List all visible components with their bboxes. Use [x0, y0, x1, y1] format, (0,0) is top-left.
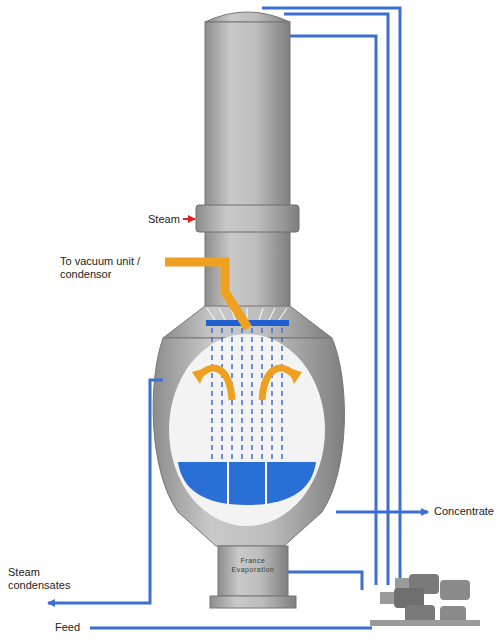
condensate-label: Steam condensates	[8, 566, 82, 592]
vapour-arrows	[200, 368, 294, 400]
maker-mark: France Evaporation	[220, 556, 286, 574]
tubes	[212, 328, 282, 462]
vapour-pipe	[165, 262, 248, 328]
vacuum-label: To vacuum unit / condensor	[60, 255, 158, 281]
concentrate-label: Concentrate	[434, 505, 500, 518]
feed-label: Feed	[55, 621, 87, 634]
steam-label: Steam	[148, 213, 182, 226]
pumps	[370, 574, 480, 626]
